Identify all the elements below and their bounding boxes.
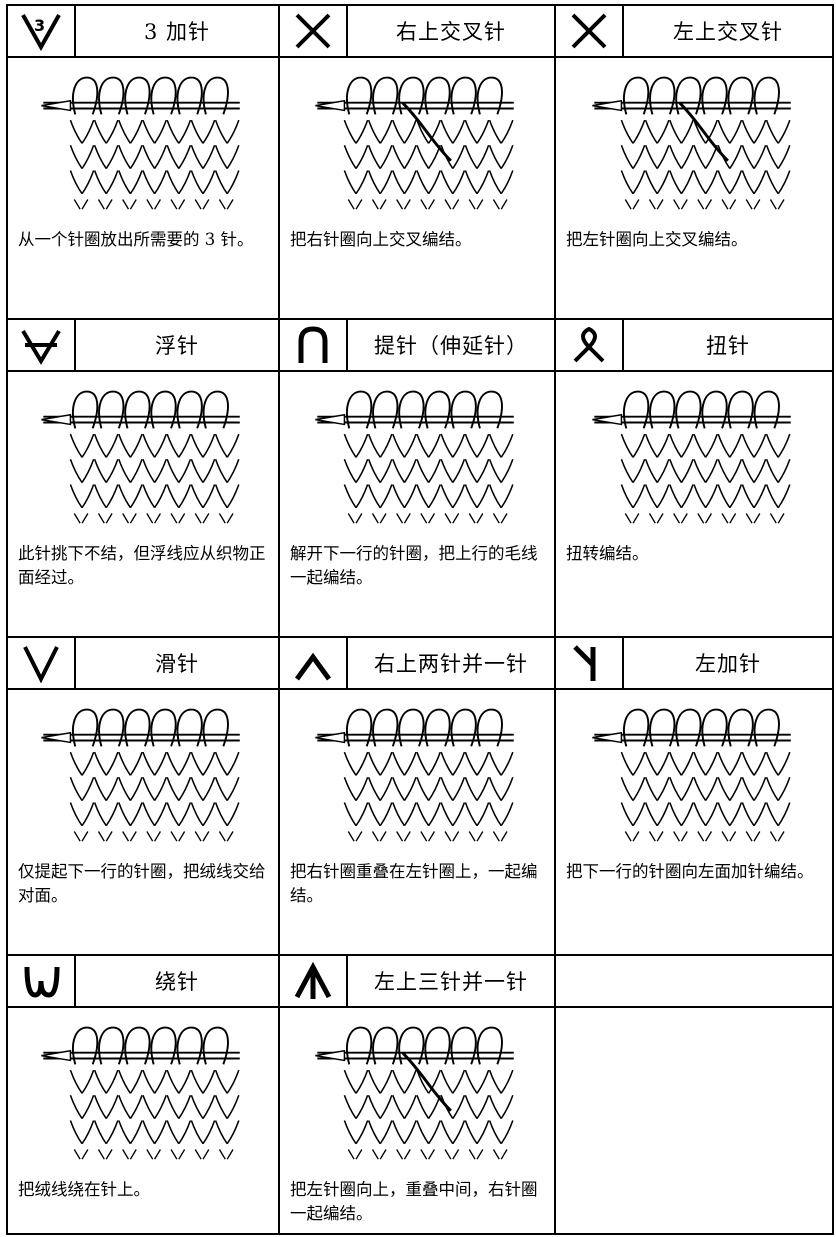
cell-header: 3 3 加针 — [8, 6, 278, 58]
cell-header: 左上交叉针 — [556, 6, 832, 58]
cell-header: 滑针 — [8, 638, 278, 690]
right-cross-icon — [280, 6, 348, 56]
stitch-illustration — [288, 1014, 546, 1164]
stitch-illustration — [564, 378, 824, 528]
cell-header: 左上三针并一针 — [280, 956, 554, 1008]
cell-description: 解开下一行的针圈，把上行的毛线一起编结。 — [290, 544, 538, 587]
cell-title: 右上两针并一针 — [374, 652, 528, 676]
left-cross-icon — [556, 6, 624, 56]
cell-description: 把左针圈向上交叉编结。 — [566, 230, 748, 249]
twist-icon — [556, 320, 624, 370]
stitch-illustration — [564, 696, 824, 846]
cell-title: 左加针 — [695, 652, 761, 676]
cell-header: 右上交叉针 — [280, 6, 554, 58]
symbol-cell: 3 3 加针 从一个针圈放出所需要的 3 针。 — [6, 4, 280, 320]
cell-description: 把右针圈向上交叉编结。 — [290, 230, 472, 249]
stitch-illustration — [16, 696, 270, 846]
symbol-cell: 扭针 扭转编结。 — [554, 318, 834, 638]
symbol-cell: 绕针 把绒线绕在针上。 — [6, 954, 280, 1235]
stitch-illustration — [288, 378, 546, 528]
cell-title: 绕针 — [155, 970, 199, 994]
symbol-cell: 滑针 仅提起下一行的针圈，把绒线交给对面。 — [6, 636, 280, 956]
cell-header — [556, 956, 832, 1008]
cell-description: 扭转编结。 — [566, 544, 649, 563]
stitch-illustration — [16, 378, 270, 528]
symbol-cell: 提针（伸延针） 解开下一行的针圈，把上行的毛线一起编结。 — [278, 318, 556, 638]
cell-description: 把右针圈重叠在左针圈上，一起编结。 — [290, 862, 538, 905]
cell-description: 从一个针圈放出所需要的 3 针。 — [18, 230, 254, 249]
symbol-cell: 左上交叉针 把左针圈向上交叉编结。 — [554, 4, 834, 320]
knitting-symbol-table: 3 3 加针 从一个针圈放出所需要的 3 针。 右上交叉针 把右针圈向上交叉编结… — [6, 4, 834, 1235]
cell-title: 3 加针 — [143, 20, 211, 44]
cell-header: 右上两针并一针 — [280, 638, 554, 690]
cell-header: 提针（伸延针） — [280, 320, 554, 372]
cell-title: 浮针 — [155, 334, 199, 358]
symbol-cell: 左加针 把下一行的针圈向左面加针编结。 — [554, 636, 834, 956]
cell-title: 右上交叉针 — [396, 20, 506, 44]
symbol-cell: 右上交叉针 把右针圈向上交叉编结。 — [278, 4, 556, 320]
cell-description: 把下一行的针圈向左面加针编结。 — [566, 862, 814, 881]
cell-description: 仅提起下一行的针圈，把绒线交给对面。 — [18, 862, 266, 905]
cell-title: 左上三针并一针 — [374, 970, 528, 994]
right-k2tog-icon — [280, 638, 348, 688]
stitch-illustration — [16, 1014, 270, 1164]
wrap-icon — [8, 956, 76, 1006]
3-increase-icon: 3 — [8, 6, 76, 56]
stitch-illustration — [288, 64, 546, 214]
cell-title: 提针（伸延针） — [374, 334, 528, 358]
cell-header: 绕针 — [8, 956, 278, 1008]
stitch-illustration — [16, 64, 270, 214]
svg-text:3: 3 — [34, 16, 45, 35]
float-icon — [8, 320, 76, 370]
cell-description: 此针挑下不结，但浮线应从织物正面经过。 — [18, 544, 266, 587]
cell-header: 扭针 — [556, 320, 832, 372]
cell-header: 左加针 — [556, 638, 832, 690]
left-k3tog-icon — [280, 956, 348, 1006]
cell-title: 滑针 — [155, 652, 199, 676]
symbol-cell: 左上三针并一针 把左针圈向上，重叠中间，右针圈一起编结。 — [278, 954, 556, 1235]
left-increase-icon — [556, 638, 624, 688]
symbol-cell: 右上两针并一针 把右针圈重叠在左针圈上，一起编结。 — [278, 636, 556, 956]
tuck-icon — [280, 320, 348, 370]
stitch-illustration — [288, 696, 546, 846]
empty-cell — [554, 954, 834, 1235]
cell-description: 把左针圈向上，重叠中间，右针圈一起编结。 — [290, 1180, 538, 1223]
cell-header: 浮针 — [8, 320, 278, 372]
cell-title: 扭针 — [706, 334, 750, 358]
cell-title: 左上交叉针 — [673, 20, 783, 44]
cell-description: 把绒线绕在针上。 — [18, 1180, 150, 1199]
slip-icon — [8, 638, 76, 688]
stitch-illustration — [564, 64, 824, 214]
symbol-cell: 浮针 此针挑下不结，但浮线应从织物正面经过。 — [6, 318, 280, 638]
